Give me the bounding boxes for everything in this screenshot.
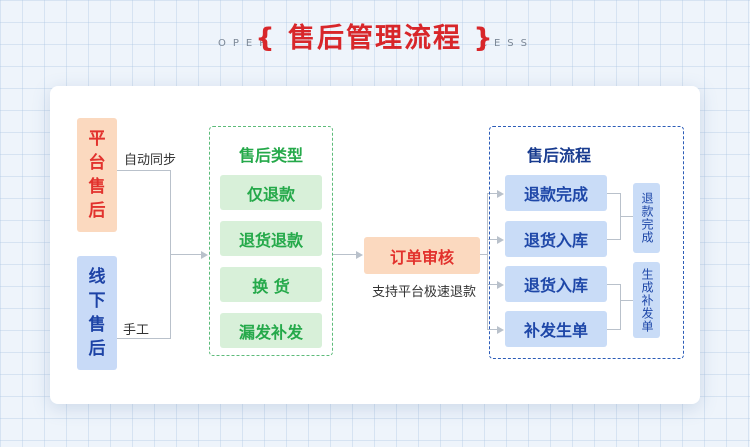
types-group — [209, 126, 333, 356]
flow-item-return-stock-1: 退货入库 — [505, 221, 607, 257]
type-item-return-refund: 退货退款 — [220, 221, 322, 256]
title-brace-open: { — [255, 23, 277, 54]
connector-to-review — [333, 254, 357, 255]
source-platform-box: 平台售后 — [77, 118, 117, 232]
channel-auto-sync: 自动同步 — [124, 153, 177, 168]
review-note: 支持平台极速退款 — [371, 285, 476, 300]
connector-flow-3 — [487, 284, 497, 285]
flow-item-resend-order: 补发生单 — [505, 311, 607, 347]
connector-note-1c — [620, 216, 633, 217]
header-spaced-right: CESS — [480, 38, 534, 49]
flow-item-refund-done: 退款完成 — [505, 175, 607, 211]
page-title: { 售后管理流程 } — [0, 16, 750, 55]
flow-group — [489, 126, 684, 359]
arrow-flow-1-icon — [497, 190, 504, 198]
flow-item-return-stock-2: 退货入库 — [505, 266, 607, 302]
arrow-flow-4-icon — [497, 326, 504, 334]
connector-note-2c — [620, 300, 633, 301]
flow-title: 售后流程 — [526, 146, 591, 165]
source-offline-box: 线下售后 — [77, 256, 117, 370]
note-refund-done: 退款完成 — [633, 183, 660, 253]
connector-flow-v — [487, 193, 488, 329]
arrow-flow-3-icon — [497, 281, 504, 289]
arrow-flow-2-icon — [497, 236, 504, 244]
connector-note-2b — [607, 329, 620, 330]
connector-review-out — [480, 254, 488, 255]
arrow-to-types-icon — [201, 251, 208, 259]
header-spaced-left: OPER — [218, 38, 274, 49]
connector-flow-1 — [487, 193, 497, 194]
connector-note-1a — [607, 193, 620, 194]
source-platform-label: 平台售后 — [88, 129, 106, 221]
connector-note-1b — [607, 239, 620, 240]
connector-flow-4 — [487, 329, 497, 330]
title-brace-close: } — [473, 23, 495, 54]
connector-platform-h — [117, 170, 170, 171]
types-title: 售后类型 — [238, 146, 303, 165]
connector-offline-h — [117, 338, 170, 339]
type-item-missing-resend: 漏发补发 — [220, 313, 322, 348]
connector-to-types — [170, 254, 202, 255]
order-review-box: 订单审核 — [364, 237, 480, 274]
note-generate-resend: 生成补发单 — [633, 262, 660, 338]
arrow-to-review-icon — [356, 251, 363, 259]
connector-note-2v — [620, 284, 621, 330]
connector-note-2a — [607, 284, 620, 285]
source-offline-label: 线下售后 — [88, 267, 106, 359]
type-item-exchange: 换 货 — [220, 267, 322, 302]
connector-flow-2 — [487, 239, 497, 240]
title-text: 售后管理流程 — [288, 23, 462, 54]
channel-manual: 手工 — [123, 323, 150, 338]
type-item-refund-only: 仅退款 — [220, 175, 322, 210]
